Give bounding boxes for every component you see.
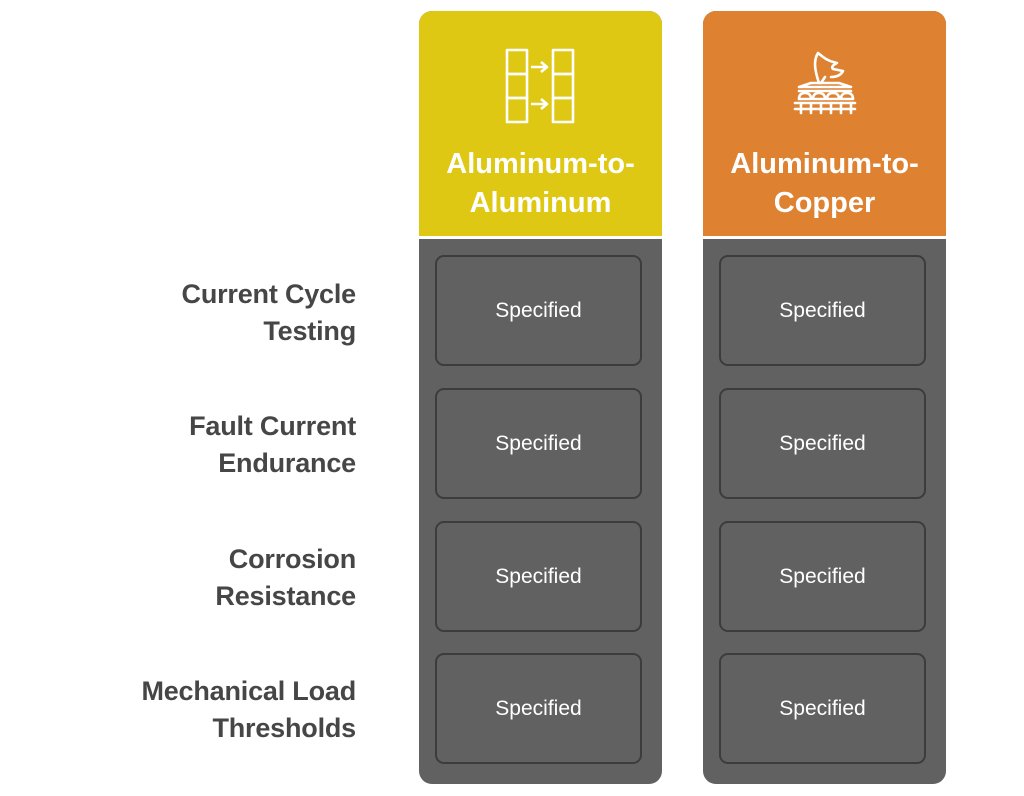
cell-corrosion-resistance: Specified — [719, 521, 926, 632]
cell-mechanical-load-thresholds: Specified — [719, 653, 926, 764]
cell-fault-current-endurance: Specified — [435, 388, 642, 499]
column-header: Aluminum-to- Copper — [703, 11, 946, 236]
row-label-fault-current-endurance: Fault Current Endurance — [189, 411, 356, 478]
header-divider — [703, 236, 946, 239]
header-divider — [419, 236, 662, 239]
cell-current-cycle-testing: Specified — [435, 255, 642, 366]
column-aluminum-to-aluminum: Aluminum-to- Aluminum Specified Specifie… — [419, 11, 662, 784]
column-aluminum-to-copper: Aluminum-to- Copper Specified Specified … — [703, 11, 946, 784]
column-title: Aluminum-to- Copper — [730, 148, 919, 219]
cell-current-cycle-testing: Specified — [719, 255, 926, 366]
column-title: Aluminum-to- Aluminum — [446, 148, 635, 219]
row-label-corrosion-resistance: Corrosion Resistance — [215, 544, 356, 611]
cell-fault-current-endurance: Specified — [719, 388, 926, 499]
row-label-current-cycle-testing: Current Cycle Testing — [181, 279, 357, 346]
row-label-mechanical-load-thresholds: Mechanical Load Thresholds — [141, 676, 356, 743]
column-header: Aluminum-to- Aluminum — [419, 11, 662, 236]
transfer-arrows-icon — [505, 48, 574, 124]
connector-machine-icon — [793, 51, 856, 115]
cell-corrosion-resistance: Specified — [435, 521, 642, 632]
cell-mechanical-load-thresholds: Specified — [435, 653, 642, 764]
